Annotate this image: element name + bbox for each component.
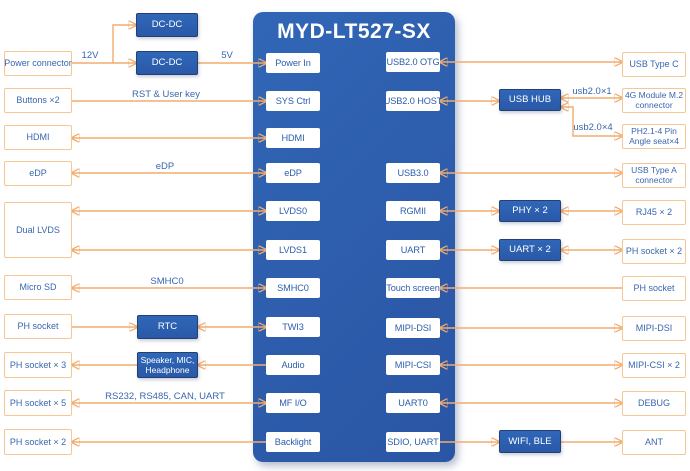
soc-port-rgmii: RGMII xyxy=(386,201,440,221)
soc-port-power-in: Power In xyxy=(266,53,320,73)
node-mipi-dsi-connector: MIPI-DSI xyxy=(622,316,686,341)
module-speaker-mic-headphone: Speaker, MIC, Headphone xyxy=(137,352,198,378)
edge-label-5v: 5V xyxy=(221,50,233,61)
node-power-connector: Power connector xyxy=(4,51,72,76)
arrow-power-12v-branch xyxy=(112,25,136,63)
node-micro-sd: Micro SD xyxy=(4,275,72,300)
module-rtc: RTC xyxy=(137,315,198,339)
node-hdmi-connector: HDMI xyxy=(4,125,72,150)
node-ph-socket-x2-right: PH socket × 2 xyxy=(622,239,686,264)
node-4g-module-m2: 4G Module M.2 connector xyxy=(622,88,686,113)
node-ph-socket-x3: PH socket × 3 xyxy=(4,352,72,378)
node-debug: DEBUG xyxy=(622,391,686,416)
soc-title: MYD-LT527-SX xyxy=(277,20,431,43)
soc-port-backlight: Backlight xyxy=(266,432,320,452)
module-usb-hub: USB HUB xyxy=(499,89,561,111)
soc-port-hdmi: HDMI xyxy=(266,128,320,148)
soc-port-mipi-dsi: MIPI-DSI xyxy=(386,318,440,338)
module-dcdc-1: DC-DC xyxy=(136,13,198,37)
node-ant: ANT xyxy=(622,430,686,455)
module-phy-x2: PHY × 2 xyxy=(499,200,561,222)
node-ph-socket-x5: PH socket × 5 xyxy=(4,390,72,416)
node-buttons: Buttons ×2 xyxy=(4,88,72,113)
soc-block xyxy=(253,12,455,462)
edge-label-edp: eDP xyxy=(155,161,175,172)
soc-port-usb30: USB3.0 xyxy=(386,163,440,183)
edge-label-usb20x1: usb2.0×1 xyxy=(572,86,612,97)
node-mipi-csi-x2: MIPI-CSI × 2 xyxy=(622,353,686,378)
node-ph-socket-right: PH socket xyxy=(622,276,686,301)
soc-port-edp: eDP xyxy=(266,163,320,183)
soc-port-uart: UART xyxy=(386,240,440,260)
module-uart-x2: UART × 2 xyxy=(499,239,561,261)
soc-port-sdio-uart: SDIO, UART xyxy=(386,432,440,452)
soc-port-uart0: UART0 xyxy=(386,393,440,413)
soc-port-touch-screen: Touch screen xyxy=(386,278,440,298)
node-usb-type-a: USB Type A connector xyxy=(622,163,686,188)
soc-port-twi3: TWI3 xyxy=(266,317,320,337)
node-edp-connector: eDP xyxy=(4,161,72,186)
soc-port-mf-io: MF I/O xyxy=(266,393,320,413)
soc-port-lvds1: LVDS1 xyxy=(266,240,320,260)
edge-label-usb20x4: usb2.0×4 xyxy=(573,122,613,133)
node-usb-type-c: USB Type C xyxy=(622,52,686,77)
edge-label-12v: 12V xyxy=(81,50,99,61)
node-ph-socket-x2-left: PH socket × 2 xyxy=(4,429,72,455)
soc-port-sys-ctrl: SYS Ctrl xyxy=(266,91,320,111)
node-ph21-angle-seat: PH2.1-4 Pin Angle seat×4 xyxy=(622,124,686,149)
edge-label-rst-user-key: RST & User key xyxy=(132,89,200,100)
node-ph-socket: PH socket xyxy=(4,314,72,339)
edge-label-rs232: RS232, RS485, CAN, UART xyxy=(105,391,225,402)
soc-port-smhc0: SMHC0 xyxy=(266,278,320,298)
module-dcdc-2: DC-DC xyxy=(136,51,198,75)
soc-port-audio: Audio xyxy=(266,355,320,375)
node-rj45-x2: RJ45 × 2 xyxy=(622,200,686,225)
soc-port-mipi-csi: MIPI-CSI xyxy=(386,355,440,375)
edge-label-smhc0: SMHC0 xyxy=(150,276,184,287)
soc-port-lvds0: LVDS0 xyxy=(266,201,320,221)
module-wifi-ble: WIFI, BLE xyxy=(499,430,561,453)
node-dual-lvds: Dual LVDS xyxy=(4,202,72,258)
soc-port-usb20-host: USB2.0 HOST xyxy=(384,91,442,111)
soc-port-usb20-otg: USB2.0 OTG xyxy=(386,52,440,72)
